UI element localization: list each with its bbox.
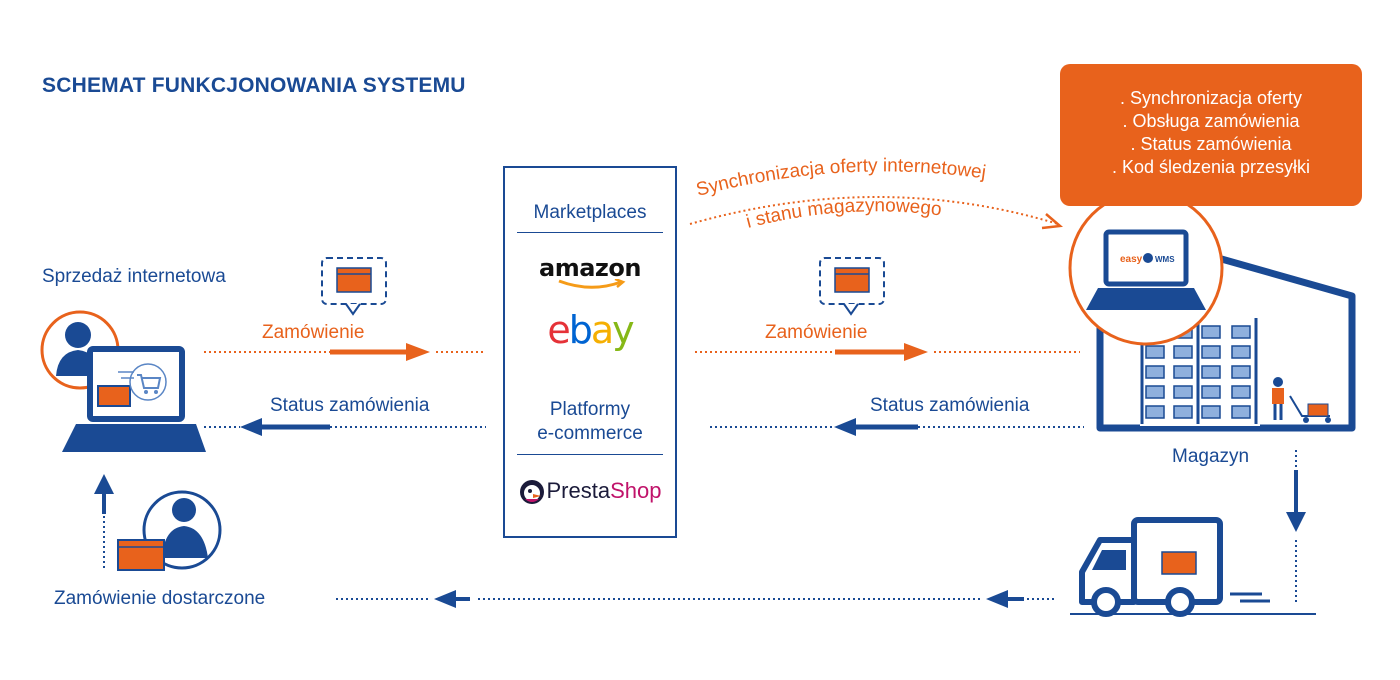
status-label-right: Status zamówienia — [870, 395, 1030, 416]
callout-item: . Status zamówienia — [1130, 134, 1292, 154]
callout-item: . Obsługa zamówienia — [1122, 111, 1300, 131]
delivery-arrow — [336, 590, 1054, 608]
delivered-label: Zamówienie dostarczone — [54, 588, 266, 609]
amazon-logo: amazon — [505, 254, 675, 289]
cart-icon — [118, 363, 167, 401]
down-arrow — [1286, 450, 1306, 604]
marketplaces-heading: Marketplaces — [533, 202, 647, 223]
wms-laptop-icon: easy WMS — [1068, 190, 1224, 346]
online-sales-label: Sprzedaż internetowa — [42, 266, 226, 287]
status-label-left: Status zamówienia — [270, 395, 430, 416]
prestashop-logo: PrestaShop — [505, 478, 675, 505]
prestashop-puffin-icon — [519, 480, 544, 505]
up-arrow — [94, 474, 114, 570]
warehouse-label: Magazyn — [1172, 446, 1250, 467]
diagram-title: SCHEMAT FUNKCJONOWANIA SYSTEMU — [42, 74, 466, 97]
platforms-heading: Platformy e-commerce — [537, 399, 643, 444]
delivered-person-icon — [117, 490, 222, 571]
order-arrow-right — [695, 343, 1080, 361]
order-label-right: Zamówienie — [765, 322, 868, 343]
features-callout: . Synchronizacja oferty . Obsługa zamówi… — [1060, 64, 1362, 206]
easy-logo-text: easy — [1120, 254, 1143, 265]
status-arrow-left — [204, 418, 486, 436]
sync-curve-arrow: Synchronizacja oferty internetowej i sta… — [689, 155, 1063, 233]
amazon-smile-icon — [558, 279, 626, 289]
left-laptop-icon — [62, 346, 206, 452]
truck-icon — [1070, 517, 1316, 617]
marketplaces-divider — [517, 232, 663, 233]
marketplaces-box: Marketplaces amazon ebay Platformy e-com… — [503, 166, 677, 538]
callout-item: . Synchronizacja oferty — [1119, 88, 1303, 108]
worker-icon — [1272, 377, 1331, 423]
order-arrow-left — [204, 343, 486, 361]
package-bubble-icon-2 — [819, 257, 885, 316]
platforms-divider — [517, 454, 663, 455]
sync-text-line2: i stanu magazynowego — [744, 195, 943, 233]
order-label-left: Zamówienie — [262, 322, 365, 343]
wms-logo-text: WMS — [1155, 255, 1175, 264]
callout-item: . Kod śledzenia przesyłki — [1111, 157, 1311, 177]
package-bubble-icon — [321, 257, 387, 316]
ebay-logo: ebay — [547, 308, 634, 352]
status-arrow-right — [710, 418, 1084, 436]
sync-text-line1: Synchronizacja oferty internetowej — [694, 155, 987, 200]
